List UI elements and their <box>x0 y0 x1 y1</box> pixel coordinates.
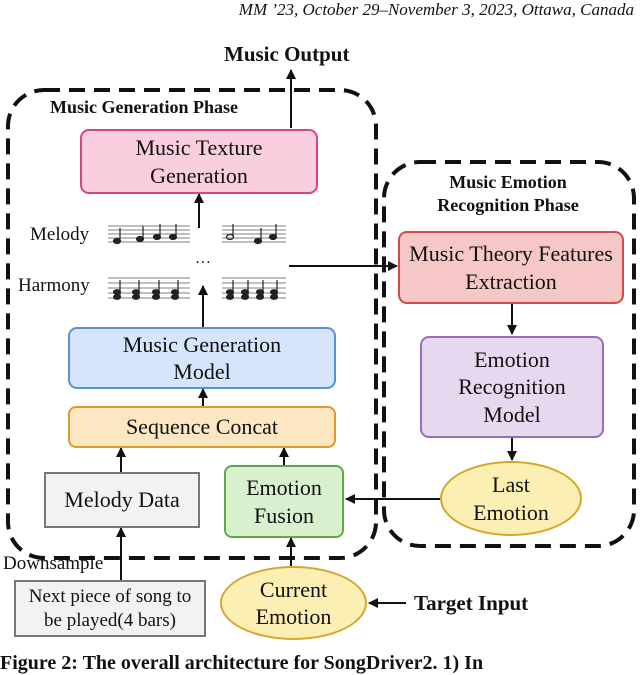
harmony-chords-left <box>112 280 180 300</box>
current-emotion-ellipse: Current Emotion <box>220 566 367 640</box>
music-output-label: Music Output <box>224 42 350 66</box>
target-input-label: Target Input <box>414 591 529 615</box>
next-piece-box: Next piece of song to be played(4 bars) <box>14 580 206 637</box>
music-theory-features-box: Music Theory Features Extraction <box>398 231 624 304</box>
last-emotion-ellipse: Last Emotion <box>440 461 582 536</box>
melody-label: Melody <box>30 224 90 245</box>
melody-notes-right <box>225 224 278 245</box>
page-header: MM ’23, October 29–November 3, 2023, Ott… <box>238 0 634 19</box>
recognition-phase-frame <box>382 160 636 548</box>
emotion-recognition-model-box: Emotion Recognition Model <box>420 336 604 438</box>
recognition-phase-title: Music Emotion Recognition Phase <box>437 172 579 216</box>
emotion-fusion-box: Emotion Fusion <box>224 465 344 538</box>
music-generation-model-box: Music Generation Model <box>68 327 336 389</box>
figure-caption: Figure 2: The overall architecture for S… <box>0 652 484 674</box>
melody-data-box: Melody Data <box>44 472 200 528</box>
music-texture-generation-box: Music Texture Generation <box>80 129 318 194</box>
score-ellipsis: … <box>195 250 211 267</box>
harmony-label: Harmony <box>18 275 90 296</box>
downsample-label: Downsample <box>3 553 104 574</box>
sequence-concat-box: Sequence Concat <box>68 406 336 448</box>
generation-phase-frame <box>6 88 378 560</box>
melody-notes-left <box>112 224 178 245</box>
generation-phase-title: Music Generation Phase <box>50 97 238 117</box>
harmony-chords-right <box>225 280 279 300</box>
